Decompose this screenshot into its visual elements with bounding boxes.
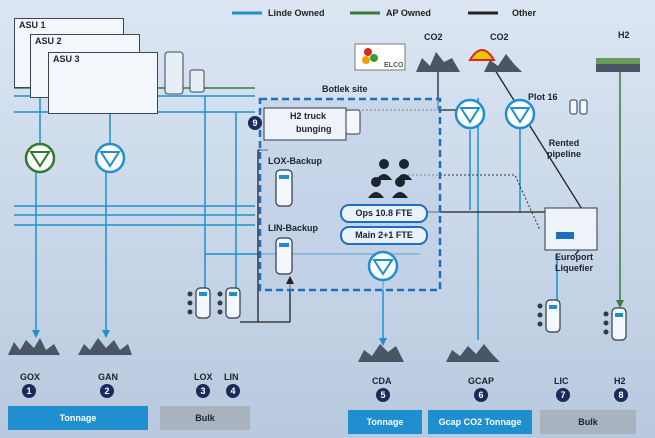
elco-brand-label: ELCO: [384, 62, 404, 69]
site-number-badge: 9: [248, 116, 262, 130]
legend-ap-label: AP Owned: [386, 8, 431, 18]
rented-pipeline-label: Rented pipeline: [546, 138, 581, 159]
output-lin-label: LIN: [224, 372, 239, 382]
bulk-button-left[interactable]: Bulk: [160, 406, 250, 430]
legend-linde-label: Linde Owned: [268, 8, 325, 18]
people-icon: [368, 159, 412, 198]
lox-backup-label: LOX-Backup: [268, 156, 323, 166]
europort-liquefier-block: [544, 207, 598, 251]
bulk-button-right[interactable]: Bulk: [540, 410, 636, 434]
output-h2-label: H2: [614, 376, 626, 386]
plot-16-label: Plot 16: [528, 92, 558, 102]
legend-other-label: Other: [512, 8, 537, 18]
output-gcap-label: GCAP: [468, 376, 495, 386]
lic-tank-icon: [545, 299, 561, 333]
output-gan-label: GAN: [98, 372, 118, 382]
output-gox-label: GOX: [20, 372, 41, 382]
co2-shell-label: CO2: [490, 32, 509, 42]
output-cda-number: 5: [376, 388, 390, 402]
output-gox-number: 1: [22, 384, 36, 398]
bunging-label: bunging: [296, 124, 332, 134]
output-lin-number: 4: [226, 384, 240, 398]
h2-source-label: H2: [618, 30, 630, 40]
output-cda-label: CDA: [372, 376, 392, 386]
ops-fte-badge: Ops 10.8 FTE: [340, 204, 428, 223]
output-lox-label: LOX: [194, 372, 213, 382]
output-gcap-number: 6: [474, 388, 488, 402]
lin-backup-label: LIN-Backup: [268, 223, 319, 233]
asu-1-label: ASU 1: [19, 20, 46, 30]
output-gan-number: 2: [100, 384, 114, 398]
output-lox-number: 3: [196, 384, 210, 398]
tonnage-button-right[interactable]: Tonnage: [348, 410, 422, 434]
gcap-tonnage-button[interactable]: Gcap CO2 Tonnage: [428, 410, 532, 434]
tonnage-button-left[interactable]: Tonnage: [8, 406, 148, 430]
botlek-site-label: Botlek site: [322, 84, 368, 94]
elco-logo-icon: [354, 43, 406, 71]
h2-tank-icon: [611, 307, 627, 341]
asu-2-label: ASU 2: [35, 36, 62, 46]
output-h2-number: 8: [614, 388, 628, 402]
main-fte-badge: Main 2+1 FTE: [340, 226, 428, 245]
europort-liquefier-label: Europort Liquefier: [554, 252, 593, 273]
shell-logo-icon: [468, 49, 496, 61]
output-lic-label: LIC: [554, 376, 569, 386]
asu-3-label: ASU 3: [53, 54, 80, 64]
co2-elco-label: CO2: [424, 32, 443, 42]
storage-tank-icon: [164, 51, 184, 95]
h2-truck-label: H2 truck: [290, 111, 327, 121]
asu-3-box: ASU 3: [48, 52, 158, 114]
plant-silhouettes: [8, 52, 640, 362]
output-lic-number: 7: [556, 388, 570, 402]
